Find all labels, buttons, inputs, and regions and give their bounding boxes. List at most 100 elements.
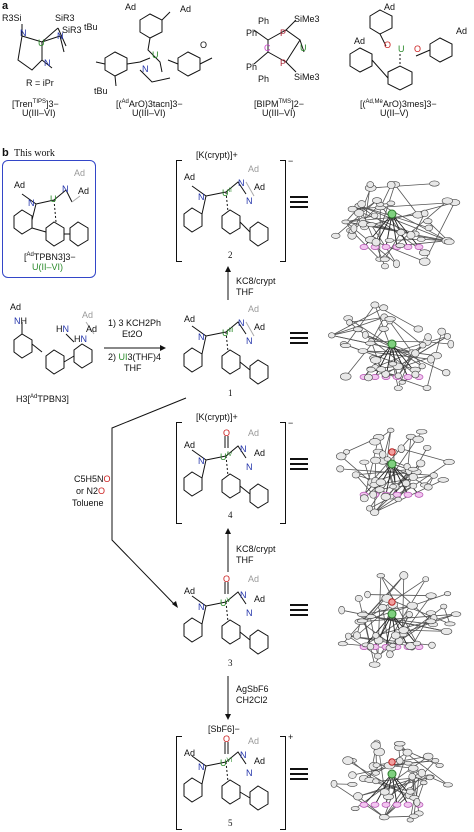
- c2-n1: N: [198, 192, 205, 202]
- c4-ad-1: Ad: [184, 440, 196, 450]
- equivalence-sign-3: [290, 604, 308, 619]
- mes-ad-2: Ad: [456, 26, 468, 36]
- tacn-ad-2: Ad: [180, 4, 192, 14]
- bracket-right-4: [280, 422, 286, 524]
- ortep-structure-2: [328, 301, 455, 391]
- bracket-left-4: [176, 422, 182, 524]
- c2-ad-3: Ad: [254, 182, 266, 192]
- proligand-nh: NH: [14, 316, 27, 326]
- c5-n3: N: [246, 768, 253, 778]
- panel-b-heading: This work: [14, 148, 55, 159]
- lig-ad-3: Ad: [78, 186, 90, 196]
- bipm-c: C: [264, 43, 271, 53]
- lig-u: U: [50, 194, 57, 204]
- c1-ad-3: Ad: [254, 322, 266, 332]
- c1-n3: N: [246, 336, 253, 346]
- step1-solvent: Et2O: [122, 329, 143, 339]
- bipm-ph-4: Ph: [258, 74, 270, 84]
- c5-u: UVI: [220, 758, 233, 768]
- to4-reagent: KC8/crypt: [236, 544, 276, 554]
- equivalence-sign-5: [290, 768, 308, 783]
- lig-ad-1: Ad: [14, 180, 26, 190]
- tacn-tbu-2: tBu: [94, 86, 108, 96]
- compound-4-number: 4: [228, 510, 233, 520]
- compound-3-number: 3: [228, 658, 233, 668]
- c5-n1: N: [198, 762, 205, 772]
- step2-label: 2) UI3(THF)4: [108, 352, 162, 362]
- c4-n2: N: [240, 444, 247, 454]
- mes-o1: O: [384, 40, 392, 50]
- bracket-left-5: [176, 736, 182, 830]
- ligand-name: [AdTPBN3]3−: [24, 252, 76, 262]
- c3-ad-2: Ad: [248, 574, 260, 584]
- proligand-hn2: HN: [74, 334, 87, 344]
- tren-n2: N: [57, 31, 64, 41]
- charge-2: −: [288, 156, 294, 166]
- c5-n2: N: [240, 750, 247, 760]
- to4-solvent: THF: [236, 555, 254, 565]
- c1-ad-1: Ad: [184, 314, 196, 324]
- equivalence-sign-1: [290, 332, 308, 347]
- mes-name: [(Ad,MeArO)3mes]3−: [360, 99, 437, 109]
- mes-u: U: [398, 44, 405, 54]
- ortep-structure-1: [331, 180, 461, 270]
- c3-o: O: [223, 574, 231, 584]
- bipm-name: [BIPMTMS]2−: [254, 99, 304, 109]
- c2-n3: N: [246, 196, 253, 206]
- tacn-name: [(AdArO)3tacn]3−: [116, 99, 183, 109]
- c2-n2: N: [238, 178, 245, 188]
- tren-ox: U(III–VI): [22, 108, 56, 118]
- c4-o: O: [223, 428, 231, 438]
- panel-b-label: b: [2, 147, 9, 159]
- lig-n2: N: [62, 184, 69, 194]
- c4-n1: N: [198, 456, 205, 466]
- compound-5-number: 5: [228, 818, 233, 828]
- to2-reagent: KC8/crypt: [236, 276, 276, 286]
- step2-solvent: THF: [124, 363, 142, 373]
- sbf6-5: [SbF6]−: [208, 724, 240, 734]
- c4-ad-3: Ad: [254, 448, 266, 458]
- to5-solvent: CH2Cl2: [236, 695, 268, 705]
- bracket-left-2: [176, 160, 182, 262]
- proligand-ad-2: Ad: [86, 324, 98, 334]
- proligand-ad-3: Ad: [10, 302, 22, 312]
- to2-solvent: THF: [236, 287, 254, 297]
- equivalence-sign-2: [290, 196, 308, 211]
- charge-5: +: [288, 732, 294, 742]
- c4-n3: N: [246, 462, 253, 472]
- compound-1-number: 1: [228, 388, 233, 398]
- c3-n1: N: [198, 602, 205, 612]
- tren-sir3-1: SiR3: [55, 13, 75, 23]
- tacn-u: U: [152, 50, 159, 60]
- tren-n1: N: [20, 28, 27, 38]
- bipm-ph-2: Ph: [246, 28, 258, 38]
- tren-r3si: R3Si: [2, 13, 22, 23]
- tacn-o: O: [200, 40, 208, 50]
- mes-o2: O: [414, 44, 422, 54]
- proligand-ad-1: Ad: [82, 310, 94, 320]
- tren-name: [TrenTIPS]3−: [12, 99, 59, 109]
- lig-ad-2: Ad: [74, 168, 86, 178]
- c2-ad-1: Ad: [184, 172, 196, 182]
- proligand-hn: HN: [56, 324, 69, 334]
- bracket-right-5: [280, 736, 286, 830]
- tacn-ad-1: Ad: [125, 2, 137, 12]
- lig-n1: N: [28, 198, 35, 208]
- oxidant-solvent: Toluene: [72, 498, 104, 508]
- c1-n2: N: [238, 318, 245, 328]
- kcrypt-4: [K(crypt)]+: [196, 412, 238, 422]
- c3-n2: N: [240, 590, 247, 600]
- oxidant-1: C5H5NO: [74, 474, 111, 484]
